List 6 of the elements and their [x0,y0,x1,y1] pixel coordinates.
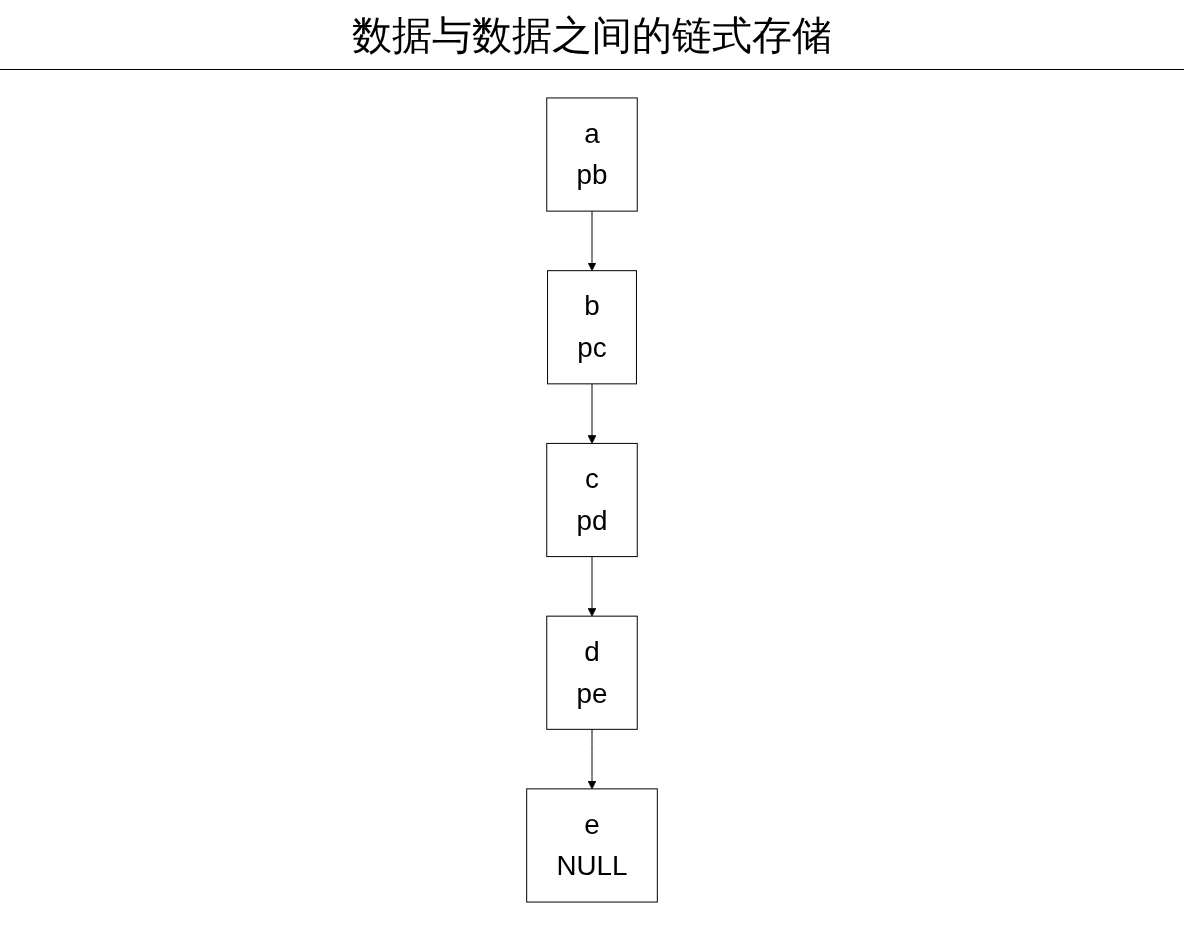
node-box: c pd [546,442,638,558]
node-box: b pc [547,270,637,385]
node-box: e NULL [526,788,658,903]
diagram-title: 数据与数据之间的链式存储 [351,11,833,60]
node-box: a pb [546,97,638,212]
node-box: d pe [546,615,638,730]
